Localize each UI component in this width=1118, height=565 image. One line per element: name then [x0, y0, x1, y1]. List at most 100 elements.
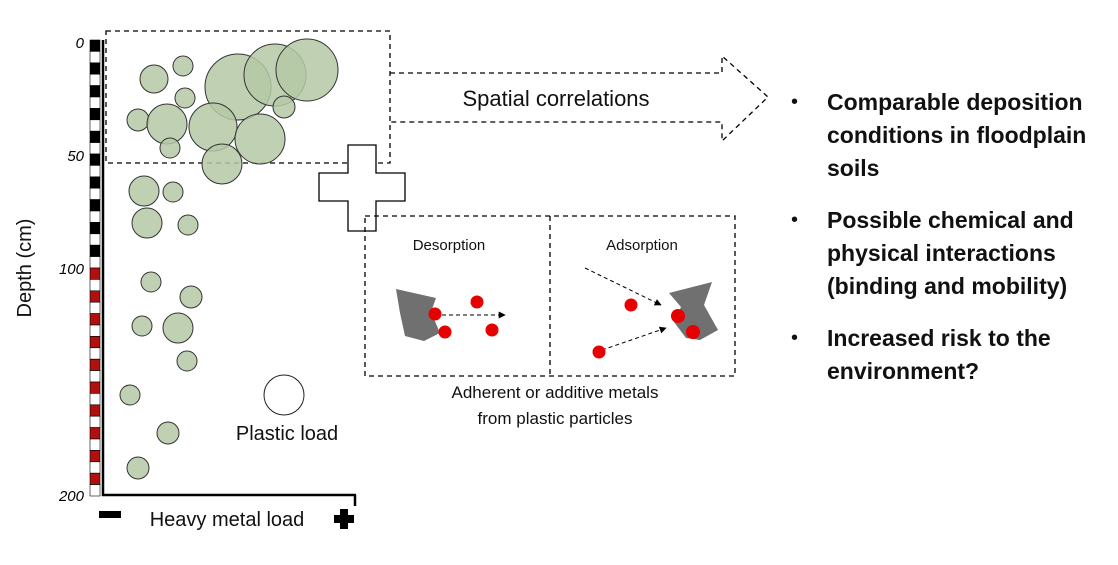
depth-scale-segment — [89, 301, 101, 314]
depth-scale-segment — [89, 199, 101, 212]
depth-scale-segment — [89, 370, 101, 383]
depth-scale-segment — [89, 62, 101, 75]
findings-bullet-list: • Comparable deposition conditions in flo… — [788, 86, 1113, 407]
adsorption-label: Adsorption — [606, 237, 678, 254]
heavy-metal-bubble — [156, 421, 180, 445]
depth-scale-segment — [89, 279, 101, 292]
bullet-item: • Increased risk to the environment? — [788, 322, 1113, 388]
heavy-metal-bubble — [159, 137, 181, 159]
bullet-dot-icon: • — [791, 209, 799, 231]
heavy-metal-bubble — [201, 143, 243, 185]
depth-scale-segment — [89, 461, 101, 474]
bullet-dot-icon: • — [791, 327, 799, 349]
heavy-metal-bubble — [234, 113, 286, 165]
metal-ion-dot — [470, 295, 484, 309]
depth-scale-segment — [89, 51, 101, 64]
heavy-metal-bubble — [119, 384, 141, 406]
depth-scale-segment — [89, 324, 101, 337]
heavy-metal-bubble — [140, 271, 162, 293]
metal-ion-dot — [671, 309, 685, 323]
depth-scale-segment — [89, 244, 101, 257]
heavy-metal-bubble — [162, 181, 184, 203]
adsorption-arrow — [584, 267, 662, 306]
depth-scale-segment — [89, 450, 101, 463]
metal-ion-dot — [624, 298, 638, 312]
big-plus-icon — [318, 144, 406, 232]
heavy-metal-bubbles — [119, 38, 339, 480]
depth-scale-segment — [89, 222, 101, 235]
top-layer-dashed-box — [105, 30, 391, 164]
depth-scale-segment — [89, 130, 101, 143]
adsorption-panel: Adsorption — [584, 237, 718, 359]
desorption-label: Desorption — [413, 237, 486, 254]
heavy-metal-bubble — [126, 108, 150, 132]
depth-scale-segment — [89, 267, 101, 280]
bullet-text: Possible chemical and physical interacti… — [827, 207, 1074, 299]
heavy-metal-axis-label: Heavy metal load — [150, 509, 305, 531]
depth-scale-segment — [89, 233, 101, 246]
depth-scale-segment — [89, 119, 101, 132]
depth-scale-segment — [89, 336, 101, 349]
heavy-metal-bubble — [179, 285, 203, 309]
heavy-metal-axis: Heavy metal load — [99, 493, 357, 531]
depth-scale-segment — [89, 108, 101, 121]
depth-scale-segment — [89, 39, 101, 52]
depth-scale-segment — [89, 176, 101, 189]
depth-scale-segment — [89, 404, 101, 417]
depth-scale-segment — [89, 381, 101, 394]
heavy-metal-bubble — [188, 102, 238, 152]
depth-tick-label: 100 — [59, 261, 85, 278]
bullet-item: • Comparable deposition conditions in flo… — [788, 86, 1113, 185]
plastic-particle-icon — [669, 282, 718, 340]
metal-ion-dot — [485, 323, 499, 337]
depth-scale-segment — [89, 256, 101, 269]
spatial-correlations-label: Spatial correlations — [462, 86, 649, 111]
plus-icon — [334, 509, 354, 529]
desorption-panel: Desorption — [396, 237, 506, 341]
depth-scale-segment — [89, 415, 101, 428]
depth-scale-segment — [89, 73, 101, 86]
heavy-metal-bubble — [272, 95, 296, 119]
heavy-metal-bubble — [128, 175, 160, 207]
depth-scale-segment — [89, 427, 101, 440]
depth-scale-segment — [89, 96, 101, 109]
heavy-metal-bubble — [139, 64, 169, 94]
bullet-item: • Possible chemical and physical interact… — [788, 204, 1113, 303]
minus-icon — [99, 511, 121, 518]
metal-ion-dot — [438, 325, 452, 339]
depth-scale-segment — [89, 313, 101, 326]
depth-scale-segment — [89, 165, 101, 178]
metal-ion-dot — [592, 345, 606, 359]
heavy-metal-bubble — [126, 456, 150, 480]
depth-scale-segment — [89, 472, 101, 485]
metals-caption-line2: from plastic particles — [478, 409, 633, 428]
heavy-metal-bubble — [174, 87, 196, 109]
depth-scale-bar — [89, 39, 101, 497]
heavy-metal-bubble — [177, 214, 199, 236]
plastic-load-legend-label: Plastic load — [236, 423, 338, 445]
plastic-load-legend-circle — [263, 374, 305, 416]
heavy-metal-bubble — [176, 350, 198, 372]
depth-axis-title: Depth (cm) — [14, 219, 36, 318]
metal-ion-dot — [686, 325, 700, 339]
heavy-metal-bubble — [131, 207, 163, 239]
metals-caption-line1: Adherent or additive metals — [452, 383, 659, 402]
depth-scale-segment — [89, 438, 101, 451]
depth-scale-segment — [89, 347, 101, 360]
bullet-dot-icon: • — [791, 91, 799, 113]
depth-scale-segment — [89, 393, 101, 406]
depth-axis: Depth (cm) 0 50 100 200 — [14, 35, 105, 505]
depth-tick-label: 200 — [58, 488, 85, 505]
metal-ion-dot — [428, 307, 442, 321]
depth-scale-segment — [89, 142, 101, 155]
bullet-text: Comparable deposition conditions in floo… — [827, 89, 1087, 181]
bullet-text: Increased risk to the environment? — [827, 325, 1051, 384]
depth-scale-segment — [89, 153, 101, 166]
heavy-metal-bubble — [275, 38, 339, 102]
depth-scale-segment — [89, 187, 101, 200]
heavy-metal-bubble — [172, 55, 194, 77]
depth-scale-segment — [89, 290, 101, 303]
depth-scale-segment — [89, 484, 101, 497]
heavy-metal-bubble — [162, 312, 194, 344]
